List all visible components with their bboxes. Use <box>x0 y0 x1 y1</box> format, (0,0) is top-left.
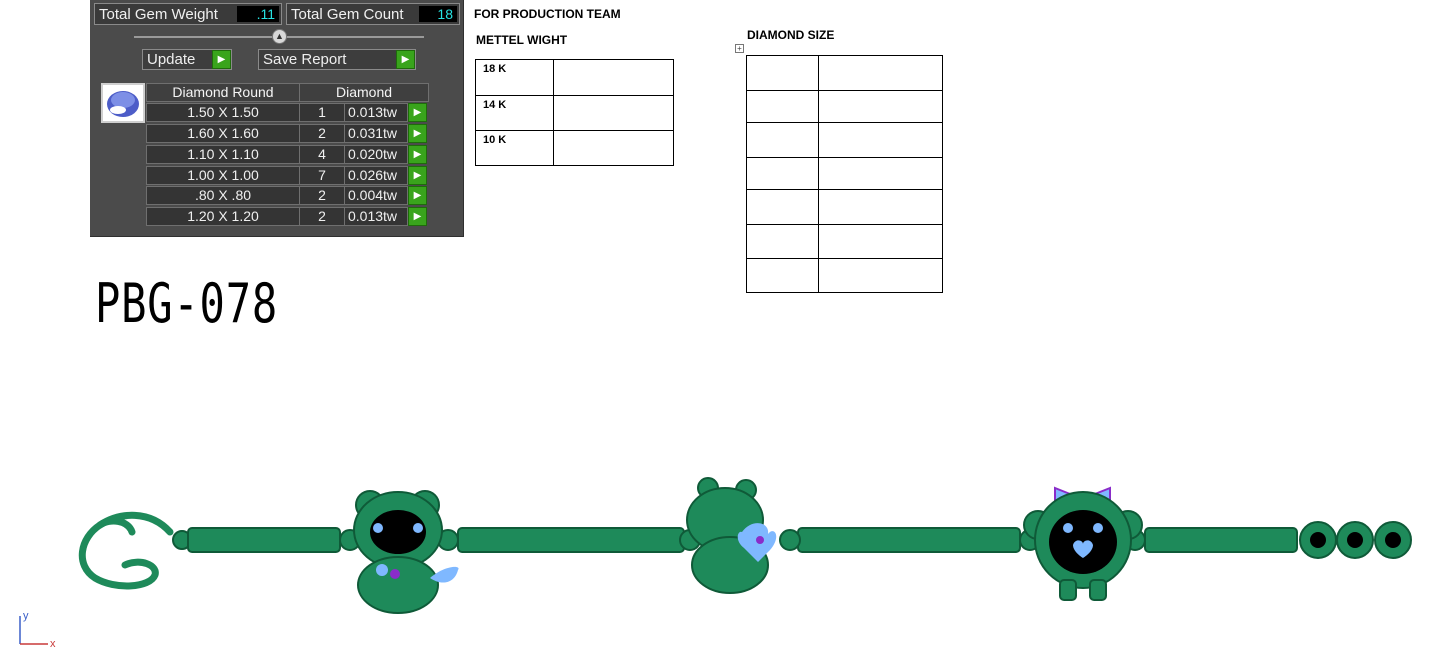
ring-chain-end <box>1299 521 1412 559</box>
play-arrow-icon: ▶ <box>396 50 415 69</box>
diamond-size-cell[interactable] <box>746 258 819 293</box>
metal-weight-cell[interactable] <box>553 59 674 96</box>
gem-weight: 0.013tw <box>344 207 408 226</box>
header-diamond: Diamond <box>299 83 429 102</box>
table-move-icon[interactable]: + <box>735 44 744 53</box>
gem-size: .80 X .80 <box>146 186 300 205</box>
row-expand-arrow-icon[interactable]: ▶ <box>408 186 427 205</box>
gem-weight: 0.020tw <box>344 145 408 164</box>
gem-size: 1.10 X 1.10 <box>146 145 300 164</box>
gem-count: 4 <box>299 145 345 164</box>
save-report-button-label: Save Report <box>263 51 347 68</box>
play-arrow-icon: ▶ <box>212 50 231 69</box>
s-hook-clasp <box>78 511 174 590</box>
table-row <box>746 189 943 225</box>
table-row <box>746 122 943 158</box>
gem-weight: 0.013tw <box>344 103 408 122</box>
diamond-size-cell[interactable] <box>818 258 943 293</box>
diamond-size-cell[interactable] <box>746 189 819 225</box>
table-row: 10 K <box>475 130 674 166</box>
diamond-size-cell[interactable] <box>818 55 943 91</box>
diamond-size-cell[interactable] <box>746 122 819 158</box>
table-row: 14 K <box>475 95 674 131</box>
diamond-size-cell[interactable] <box>746 157 819 190</box>
header-diamond-round: Diamond Round <box>146 83 300 102</box>
gem-count: 1 <box>299 103 345 122</box>
table-row <box>746 90 943 123</box>
diamond-size-heading: DIAMOND SIZE <box>747 28 835 42</box>
total-gem-count-label: Total Gem Count <box>291 5 404 23</box>
diamond-size-cell[interactable] <box>818 224 943 259</box>
diamond-size-cell[interactable] <box>818 157 943 190</box>
gem-count: 7 <box>299 166 345 185</box>
gem-weight: 0.031tw <box>344 124 408 143</box>
gem-weight: 0.026tw <box>344 166 408 185</box>
metal-weight-heading: METTEL WIGHT <box>476 33 568 47</box>
metal-karat: 18 K <box>483 63 507 75</box>
axis-x-label: x <box>50 638 56 650</box>
table-row <box>746 224 943 259</box>
teddy-bear-charm <box>686 477 777 594</box>
mouse-bow-charm <box>1023 486 1143 601</box>
metal-weight-cell[interactable] <box>553 130 674 166</box>
gem-size: 1.20 X 1.20 <box>146 207 300 226</box>
diamond-round-icon <box>107 91 139 117</box>
production-title: FOR PRODUCTION TEAM <box>474 7 621 21</box>
diamond-size-cell[interactable] <box>818 189 943 225</box>
table-row <box>746 55 943 91</box>
diamond-size-cell[interactable] <box>746 90 819 123</box>
total-gem-count: Total Gem Count 18 <box>286 3 460 25</box>
diamond-size-cell[interactable] <box>818 90 943 123</box>
row-expand-arrow-icon[interactable]: ▶ <box>408 145 427 164</box>
row-expand-arrow-icon[interactable]: ▶ <box>408 124 427 143</box>
total-gem-weight-label: Total Gem Weight <box>99 5 218 23</box>
update-button[interactable]: Update ▶ <box>142 49 232 70</box>
gem-size: 1.60 X 1.60 <box>146 124 300 143</box>
gem-thumbnail[interactable] <box>101 83 145 123</box>
gem-weight: 0.004tw <box>344 186 408 205</box>
row-expand-arrow-icon[interactable]: ▶ <box>408 207 427 226</box>
diamond-size-table <box>746 55 943 293</box>
total-gem-weight: Total Gem Weight .11 <box>94 3 282 25</box>
table-row <box>746 157 943 190</box>
gem-size: 1.00 X 1.00 <box>146 166 300 185</box>
table-row <box>746 258 943 293</box>
metal-karat: 14 K <box>483 99 507 111</box>
gem-report-panel: Total Gem Weight .11 Total Gem Count 18 … <box>90 0 464 237</box>
metal-weight-table: 18 K 14 K 10 K <box>475 59 674 166</box>
axis-gizmo: y x <box>19 610 56 650</box>
save-report-button[interactable]: Save Report ▶ <box>258 49 416 70</box>
row-expand-arrow-icon[interactable]: ▶ <box>408 166 427 185</box>
diamond-size-cell[interactable] <box>746 55 819 91</box>
metal-weight-cell[interactable] <box>553 95 674 131</box>
table-row: 18 K <box>475 59 674 96</box>
slider-handle[interactable]: ▲ <box>272 29 287 44</box>
update-button-label: Update <box>147 51 196 68</box>
bracelet-render <box>78 477 1412 614</box>
metal-karat: 10 K <box>483 134 507 146</box>
row-expand-arrow-icon[interactable]: ▶ <box>408 103 427 122</box>
gem-count: 2 <box>299 124 345 143</box>
diamond-size-cell[interactable] <box>818 122 943 158</box>
gem-count: 2 <box>299 186 345 205</box>
tanuki-charm <box>353 490 459 614</box>
diamond-size-cell[interactable] <box>746 224 819 259</box>
model-code: PBG-078 <box>95 272 278 335</box>
gem-size: 1.50 X 1.50 <box>146 103 300 122</box>
axis-y-label: y <box>23 610 29 622</box>
gem-count: 2 <box>299 207 345 226</box>
bar-links <box>187 527 1298 553</box>
total-gem-count-value: 18 <box>419 6 457 22</box>
total-gem-weight-value: .11 <box>237 6 279 22</box>
